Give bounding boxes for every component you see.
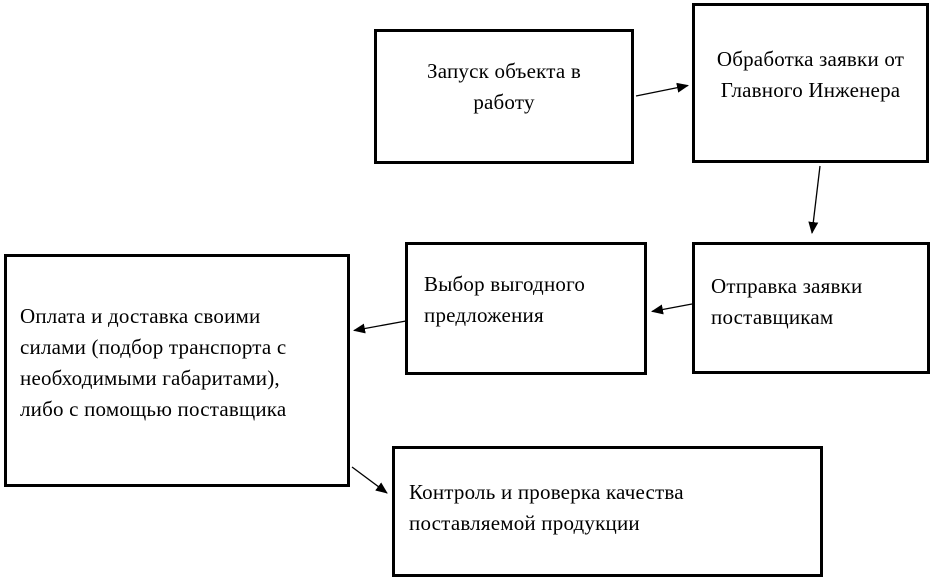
node-send-request-label: Отправка заявки поставщикам	[711, 274, 863, 329]
node-process-request-label: Обработка заявки от Главного Инженера	[716, 47, 905, 102]
node-choose-offer: Выбор выгодного предложения	[405, 242, 647, 375]
node-payment-delivery: Оплата и доставка своими силами (подбор …	[4, 254, 350, 487]
node-quality-control: Контроль и проверка качества поставляемо…	[392, 446, 823, 577]
arrow-start-to-processing	[635, 82, 689, 97]
node-process-request: Обработка заявки от Главного Инженера	[692, 3, 929, 163]
node-choose-offer-label: Выбор выгодного предложения	[424, 272, 586, 327]
arrow-payment-to-quality	[351, 466, 388, 494]
arrow-choose-to-payment	[353, 320, 407, 334]
node-payment-delivery-label: Оплата и доставка своими силами (подбор …	[20, 304, 287, 421]
node-start: Запуск объекта в работу	[374, 29, 634, 164]
node-send-request: Отправка заявки поставщикам	[692, 242, 930, 374]
arrow-processing-to-send	[808, 165, 821, 234]
node-start-label: Запуск объекта в работу	[427, 59, 581, 114]
arrow-send-to-choose	[651, 303, 693, 315]
node-quality-control-label: Контроль и проверка качества поставляемо…	[409, 480, 684, 535]
